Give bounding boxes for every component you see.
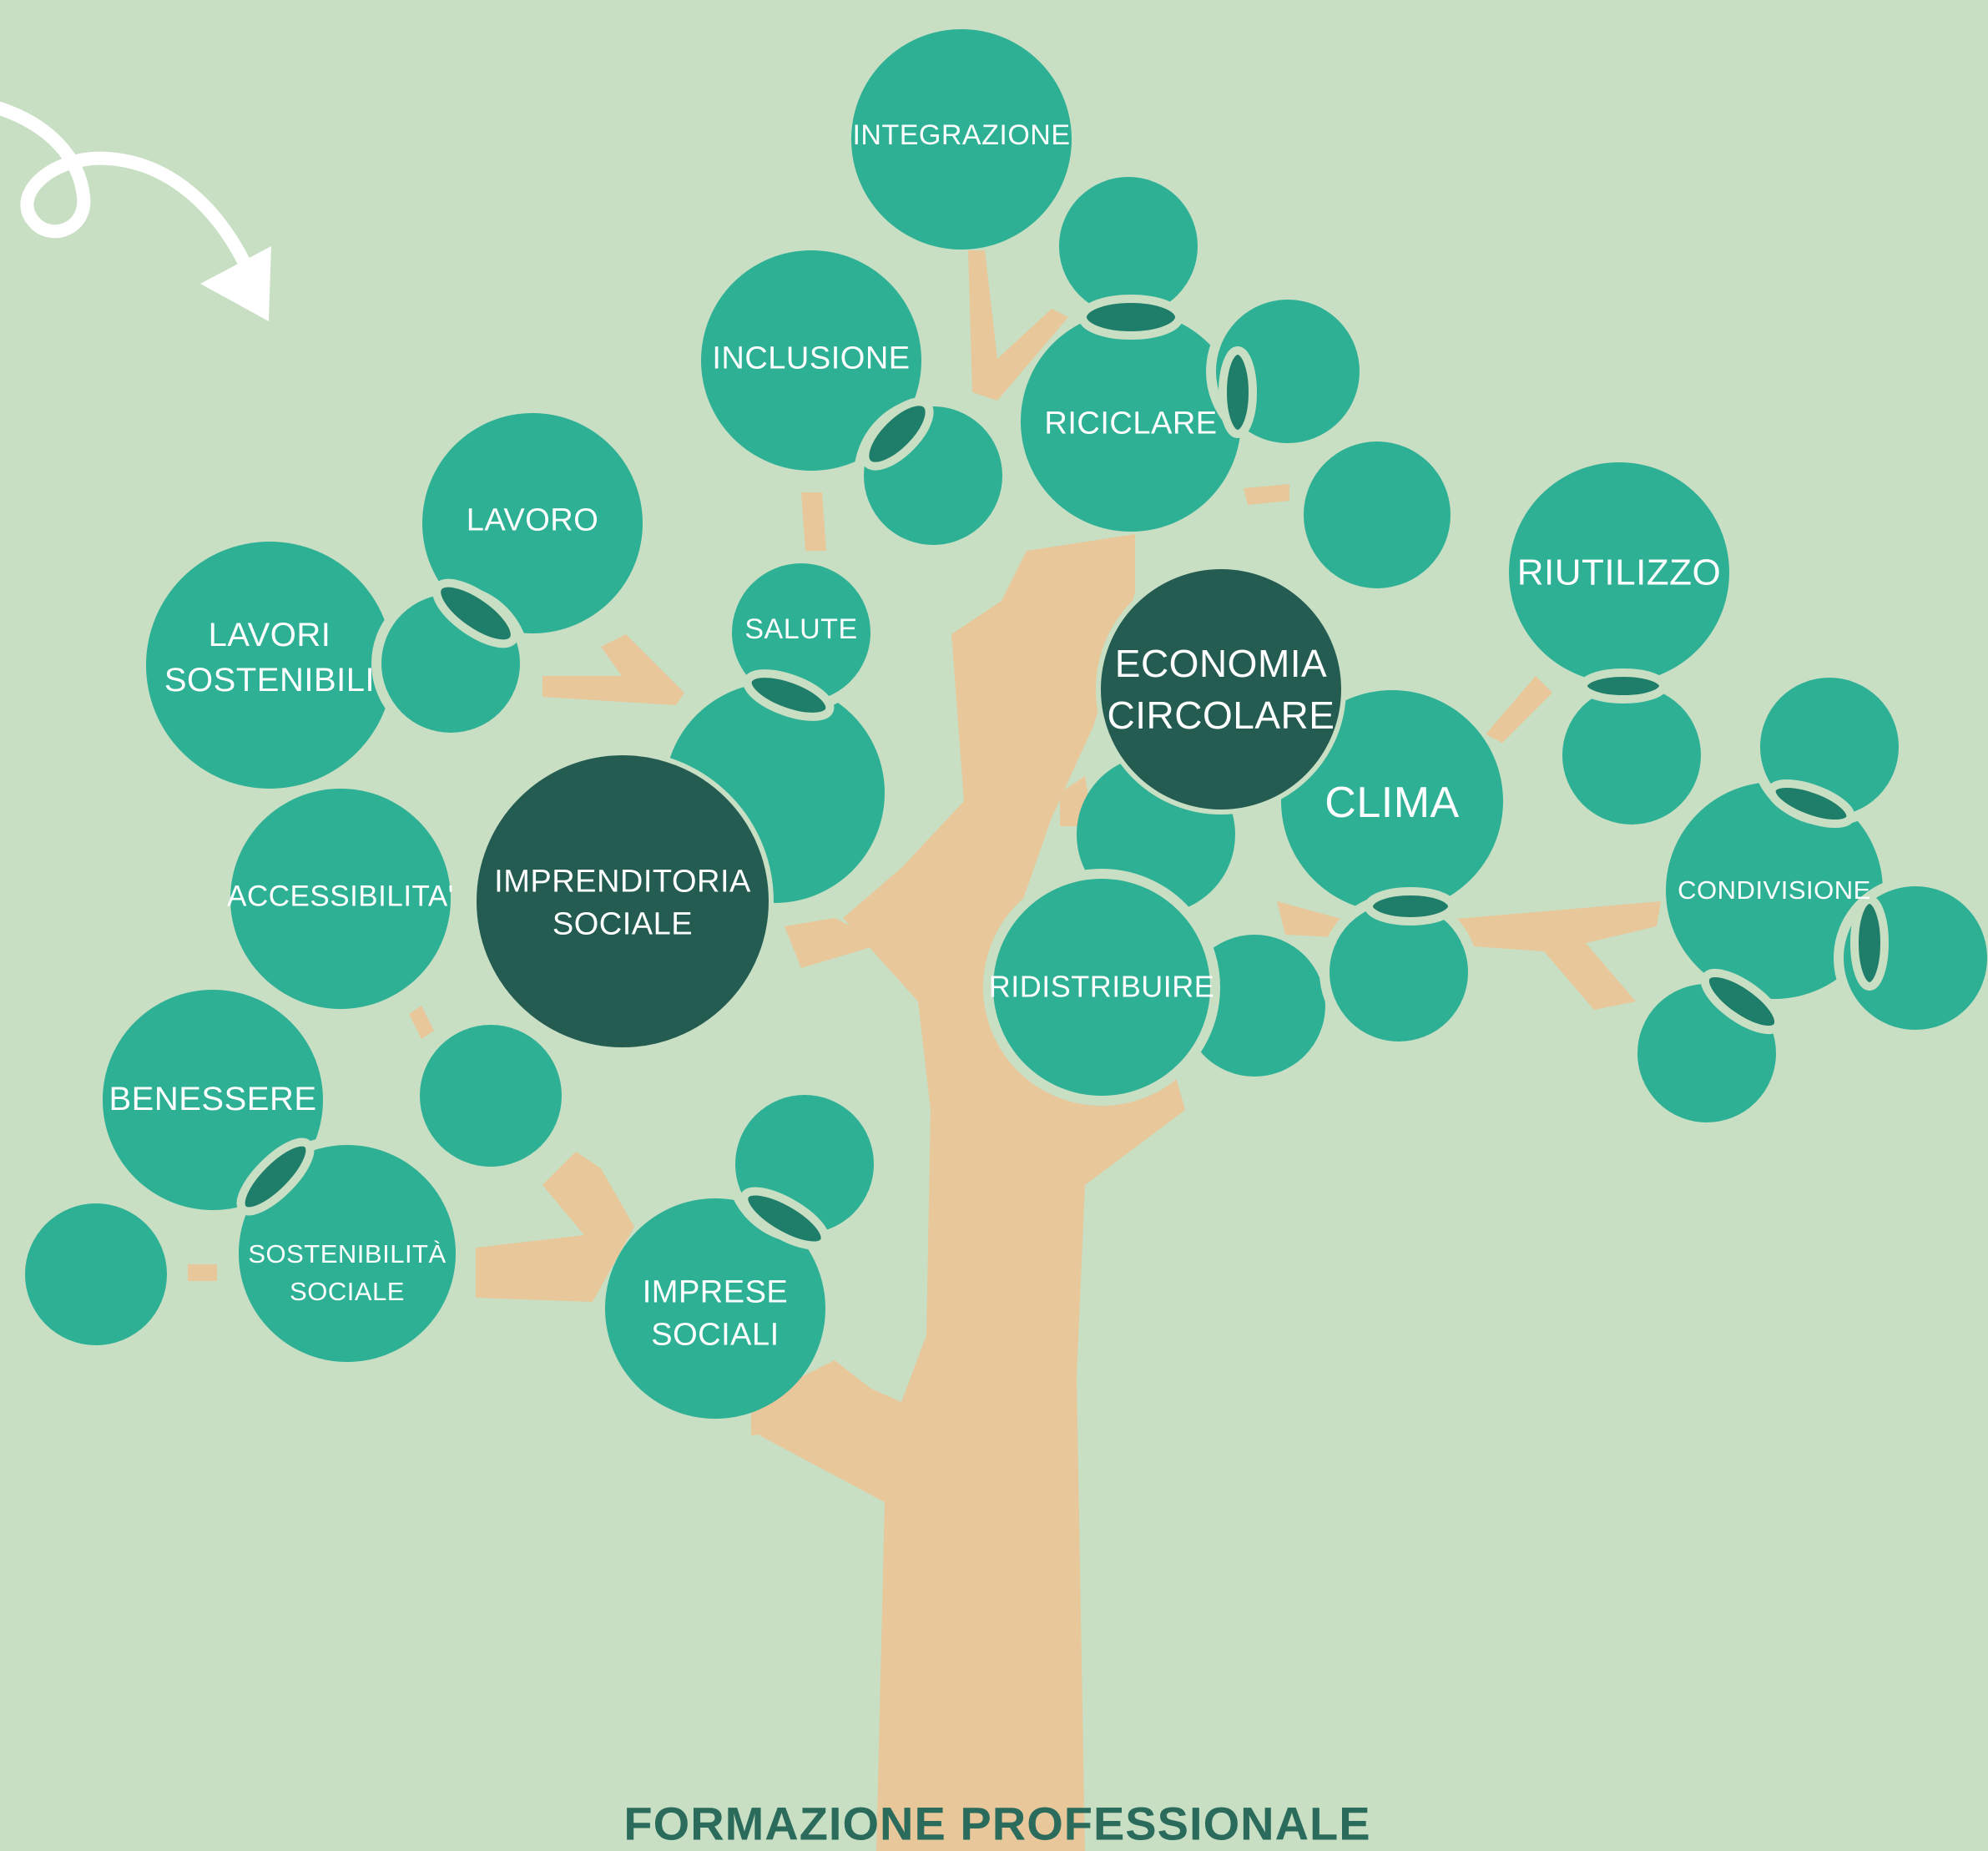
leaf-circle-31 xyxy=(605,1198,825,1419)
overlap-lens-10 xyxy=(236,1137,315,1216)
leaf-circle-1 xyxy=(1057,175,1199,317)
overlap-lens-1 xyxy=(1219,346,1257,438)
trunk-part-0 xyxy=(759,534,1185,1851)
label-sostenibilita-sociale-line1: SOSTENIBILITÀ xyxy=(248,1239,447,1269)
label-inclusione: INCLUSIONE xyxy=(712,340,911,376)
leaf-circle-10 xyxy=(146,542,393,789)
hub-circle-16 xyxy=(1096,564,1346,815)
label-economia-circolare: ECONOMIA CIRCOLARE xyxy=(1108,638,1335,741)
label-sostenibilita-sociale: SOSTENIBILITÀ SOCIALE xyxy=(248,1236,446,1311)
overlap-lens-8 xyxy=(1700,968,1784,1035)
label-clima: CLIMA xyxy=(1324,778,1460,827)
overlap-lens-4 xyxy=(743,669,835,721)
leaf-circle-25 xyxy=(991,877,1212,1097)
trunk-part-10 xyxy=(188,1264,217,1281)
label-imprenditoria-sociale: IMPRENDITORIA SOCIALE xyxy=(494,861,751,947)
leaf-circle-28 xyxy=(237,1143,457,1364)
label-benessere: BENESSERE xyxy=(108,1081,317,1117)
leaf-ring-5 xyxy=(1206,290,1370,453)
leaf-circle-9 xyxy=(730,562,872,704)
label-accessibilita: ACCESSIBILITA' xyxy=(227,880,454,913)
leaf-circle-27 xyxy=(420,1025,562,1167)
trunk-part-6 xyxy=(1486,676,1552,743)
label-lavori-sostenibili: LAVORI SOSTENIBILI xyxy=(164,613,375,703)
leaf-circle-0 xyxy=(851,29,1072,250)
label-imprese-sociali: IMPRESE SOCIALI xyxy=(643,1272,789,1358)
leaf-circle-13 xyxy=(1281,690,1503,912)
overlap-lens-0 xyxy=(1078,295,1183,340)
overlap-lens-11 xyxy=(739,1187,830,1250)
trunk-part-2 xyxy=(785,918,885,968)
trunk-part-7 xyxy=(968,250,1068,401)
leaf-ring-7 xyxy=(1834,876,1988,1040)
label-integrazione: INTEGRAZIONE xyxy=(852,119,1071,152)
label-imprenditoria-sociale-line1: IMPRENDITORIA xyxy=(494,864,751,900)
label-imprese-sociali-line1: IMPRESE xyxy=(642,1274,789,1310)
leaf-circle-6 xyxy=(1304,441,1451,588)
leaf-circle-12 xyxy=(1561,684,1703,826)
trunk-part-8 xyxy=(801,492,826,551)
leaf-circle-7 xyxy=(422,413,643,633)
label-economia-circolare-line1: ECONOMIA xyxy=(1114,641,1328,685)
label-ridistribuire: RIDISTRIBUIRE xyxy=(988,969,1215,1004)
trunk-part-1 xyxy=(751,1360,910,1435)
leaf-circles xyxy=(25,29,1988,1419)
leaf-overlaps xyxy=(236,295,1889,1250)
curly-arrow-icon xyxy=(0,102,271,321)
leaf-ring-1 xyxy=(854,396,1012,555)
trunk-part-11 xyxy=(409,1006,434,1039)
trunk-part-3 xyxy=(476,1152,634,1302)
label-lavori-sostenibili-line2: SOSTENIBILI xyxy=(164,662,376,699)
label-riciclare: RICICLARE xyxy=(1044,406,1218,441)
leaf-circle-11 xyxy=(1509,462,1729,683)
label-salute: SALUTE xyxy=(744,613,858,646)
leaf-circle-26 xyxy=(103,990,323,1210)
leaf-circle-19 xyxy=(1666,782,1883,999)
label-sostenibilita-sociale-line2: SOCIALE xyxy=(290,1277,405,1306)
overlap-lens-6 xyxy=(1767,779,1855,829)
leaf-circle-18 xyxy=(230,789,451,1009)
overlap-lens-3 xyxy=(432,578,519,648)
hub-circle-17 xyxy=(472,750,774,1052)
overlap-lens-7 xyxy=(1850,895,1889,991)
tree-trunk xyxy=(188,250,1661,1851)
label-lavori-sostenibili-line1: LAVORI xyxy=(208,617,331,653)
footer-title: FORMAZIONE PROFESSIONALE xyxy=(623,1797,1371,1850)
leaf-circle-24 xyxy=(1328,901,1470,1043)
overlap-lens-5 xyxy=(1579,668,1668,704)
overlap-lens-9 xyxy=(1365,887,1456,926)
trunk-part-4 xyxy=(542,634,684,705)
label-economia-circolare-line2: CIRCOLARE xyxy=(1107,693,1335,737)
leaf-circle-4 xyxy=(1021,311,1241,532)
label-lavoro: LAVORO xyxy=(466,502,599,538)
leaf-ring-12 xyxy=(983,869,1220,1106)
label-condivisione: CONDIVISIONE xyxy=(1678,875,1871,905)
label-imprese-sociali-line2: SOCIALI xyxy=(651,1318,780,1353)
trunk-part-9 xyxy=(1244,484,1289,505)
leaf-circle-2 xyxy=(701,250,921,471)
leaf-ring-10 xyxy=(229,1135,466,1372)
overlap-lens-2 xyxy=(860,397,934,471)
label-imprenditoria-sociale-line2: SOCIALE xyxy=(552,907,694,942)
label-riutilizzo: RIUTILIZZO xyxy=(1516,552,1722,593)
leaf-circle-29 xyxy=(25,1203,167,1345)
